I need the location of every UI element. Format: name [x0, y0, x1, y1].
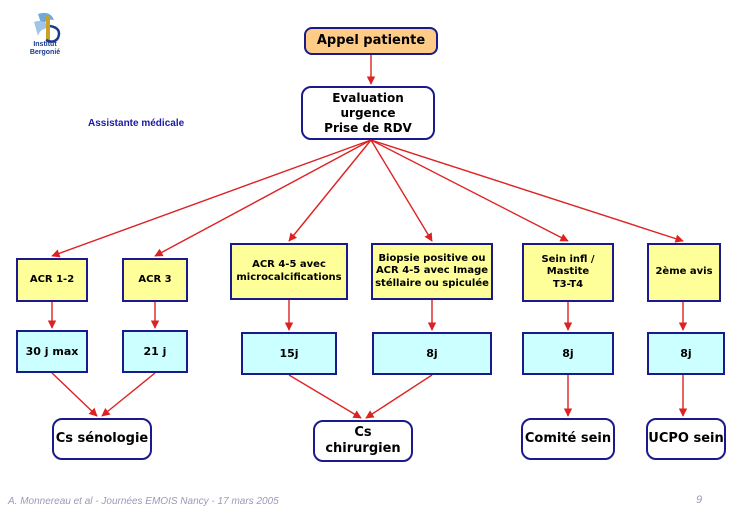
node-delay-15j: 15j	[241, 332, 337, 375]
arrow-eval-acr45	[288, 139, 372, 242]
arrow-30j-senologie	[51, 372, 98, 417]
node-sein-infl: Sein infl / Mastite T3-T4	[522, 243, 614, 302]
node-acr-3: ACR 3	[122, 258, 188, 302]
arrow-eval-biopsie	[370, 139, 433, 242]
node-acr-1-2: ACR 1-2	[16, 258, 88, 302]
node-2eme-avis: 2ème avis	[647, 243, 721, 302]
node-cs-chirurgien: Cs chirurgien	[313, 420, 413, 462]
logo-text: Institut Bergonié	[29, 41, 61, 56]
node-delay-30j: 30 j max	[16, 330, 88, 373]
page-number: 9	[696, 494, 703, 506]
arrow-eval-avis	[370, 139, 684, 243]
node-cs-senologie: Cs sénologie	[52, 418, 152, 460]
node-delay-21j: 21 j	[122, 330, 188, 373]
node-biopsie-positive: Biopsie positive ou ACR 4-5 avec Image s…	[371, 243, 493, 300]
node-delay-8j-avis: 8j	[647, 332, 725, 375]
arrow-15j-chirurgien	[288, 374, 362, 419]
arrow-eval-acr3	[154, 139, 372, 257]
footer-citation: A. Monnereau et al - Journées EMOIS Nanc…	[8, 496, 279, 507]
arrow-eval-acr12	[51, 139, 372, 258]
node-ucpo-sein: UCPO sein	[646, 418, 726, 460]
institut-bergonie-logo	[34, 12, 61, 43]
node-delay-8j-biopsie: 8j	[372, 332, 492, 375]
node-acr-4-5-micro: ACR 4-5 avec microcalcifications	[230, 243, 348, 300]
node-delay-8j-seininfl: 8j	[522, 332, 614, 375]
role-label: Assistante médicale	[88, 118, 185, 129]
node-appel-patiente: Appel patiente	[304, 27, 438, 55]
arrow-eval-seininfl	[370, 139, 569, 242]
arrow-21j-senologie	[101, 372, 156, 417]
node-evaluation-urgence: Evaluation urgence Prise de RDV	[301, 86, 435, 140]
arrow-8j-chirurgien	[365, 374, 433, 419]
node-comite-sein: Comité sein	[521, 418, 615, 460]
